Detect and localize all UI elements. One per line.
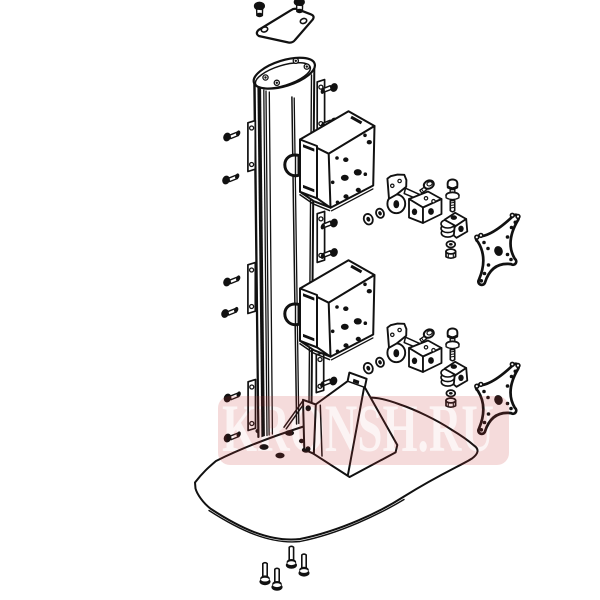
svg-text:KRONSH.RU: KRONSH.RU	[222, 390, 494, 466]
